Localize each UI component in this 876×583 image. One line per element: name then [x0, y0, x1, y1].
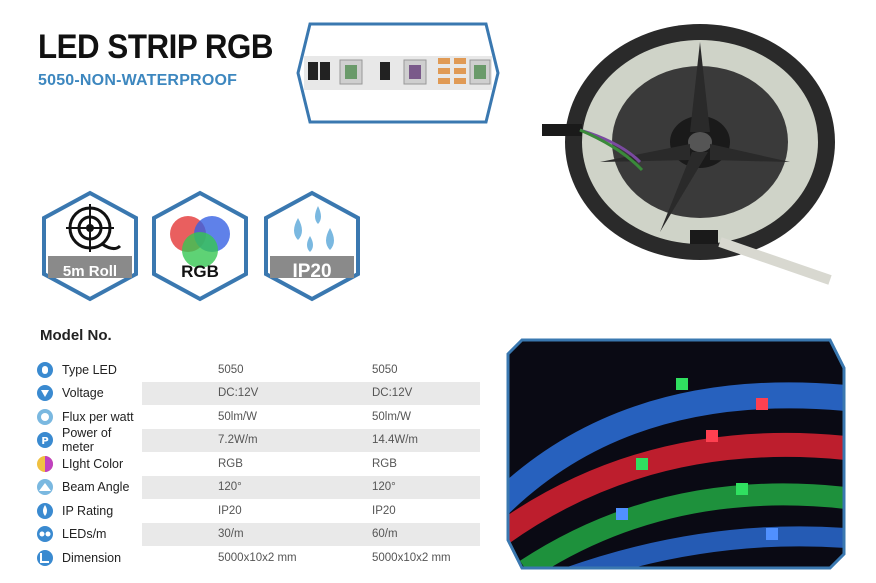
table-row: Voltage DC:12V DC:12V — [36, 381, 480, 405]
spec-value: 7.2W/m — [218, 434, 258, 447]
page-title: LED STRIP RGB — [38, 28, 274, 66]
spec-value: RGB — [218, 457, 243, 470]
spec-value: 50lm/W — [372, 410, 411, 423]
spec-label: Power of meter — [62, 426, 112, 455]
lit-strip-photo — [506, 338, 846, 570]
rgb-circles-icon — [170, 216, 230, 268]
table-row: P Power of meter 7.2W/m 14.4W/m — [36, 426, 480, 455]
table-row: Type LED 5050 5050 — [36, 358, 480, 382]
dimension-icon — [36, 549, 54, 567]
led-reel-image — [540, 12, 860, 292]
spec-value: 60/m — [372, 528, 398, 541]
spec-value: 5000x10x2 mm — [218, 551, 297, 564]
table-row: Dimension 5000x10x2 mm 5000x10x2 mm — [36, 546, 480, 570]
power-icon: P — [36, 431, 54, 449]
table-row: Beam Angle 120° 120° — [36, 475, 480, 499]
spec-value: 14.4W/m — [372, 434, 419, 447]
badge-ip20: IP20 — [262, 190, 362, 302]
table-row: IP Rating IP20 IP20 — [36, 499, 480, 523]
water-drops-icon — [294, 206, 334, 252]
table-row: LIght Color RGB RGB — [36, 452, 480, 476]
spec-value: IP20 — [372, 504, 396, 517]
spec-label: Type LED — [62, 362, 117, 377]
color-icon — [36, 455, 54, 473]
voltage-icon — [36, 384, 54, 402]
ip-rating-icon — [36, 502, 54, 520]
spec-value: 120° — [372, 481, 396, 494]
reel-icon — [66, 204, 122, 252]
beam-angle-icon — [36, 478, 54, 496]
badge-5m-roll: 5m Roll — [40, 190, 140, 302]
table-row: LEDs/m 30/m 60/m — [36, 522, 480, 546]
leds-per-meter-icon — [36, 525, 54, 543]
spec-value: 50lm/W — [218, 410, 257, 423]
flux-icon — [36, 408, 54, 426]
spec-value: 5050 — [372, 363, 398, 376]
led-icon — [36, 361, 54, 379]
svg-text:P: P — [41, 436, 48, 447]
badge-label: 5m Roll — [62, 263, 118, 280]
model-heading: Model No. — [40, 327, 112, 344]
spec-label: Dimension — [62, 550, 122, 565]
spec-value: 5050 — [218, 363, 244, 376]
page-subtitle: 5050-NON-WATERPROOF — [38, 72, 238, 89]
badge-label: RGB — [181, 262, 219, 281]
spec-label: LEDs/m — [62, 527, 107, 542]
spec-label: LIght Color — [62, 456, 124, 471]
spec-value: RGB — [372, 457, 397, 470]
spec-value: 120° — [218, 481, 242, 494]
spec-value: DC:12V — [218, 387, 259, 400]
badge-rgb: RGB — [150, 190, 250, 302]
badge-label: IP20 — [292, 261, 332, 282]
spec-table: Type LED 5050 5050 Voltage DC:12V DC:12V F… — [36, 358, 480, 570]
spec-value: 5000x10x2 mm — [372, 551, 451, 564]
strip-closeup-image — [296, 22, 500, 124]
spec-value: IP20 — [218, 504, 242, 517]
spec-label: Beam Angle — [62, 480, 130, 495]
spec-label: IP Rating — [62, 503, 114, 518]
spec-value: DC:12V — [372, 387, 413, 400]
table-row: Flux per watt 50lm/W 50lm/W — [36, 405, 480, 429]
spec-label: Voltage — [62, 386, 104, 401]
spec-value: 30/m — [218, 528, 244, 541]
spec-label: Flux per watt — [62, 409, 134, 424]
